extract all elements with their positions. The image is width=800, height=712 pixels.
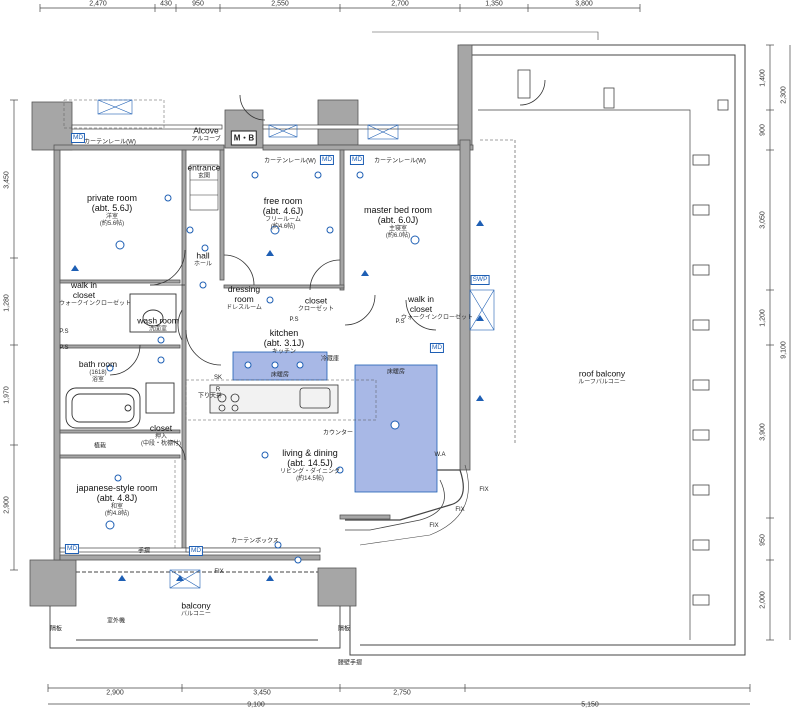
dim-right-1: 1,400 (759, 69, 767, 87)
handrail-label: 手摺 (137, 548, 151, 555)
dim-top-3: 950 (192, 0, 204, 8)
dim-left-3: 1,970 (3, 386, 11, 404)
dashed-lines (63, 99, 377, 550)
md-badge-3: MD (64, 544, 80, 554)
room-mb: M・B (230, 130, 258, 146)
dim-left-2: 1,280 (3, 294, 11, 312)
room-closet-small: closet クローゼット (297, 295, 335, 313)
curtain-rail-3: カーテンレール(W) (374, 158, 426, 165)
dim-right-3: 3,050 (759, 211, 767, 229)
dim-left-4: 2,900 (3, 496, 11, 514)
drop-ceiling-label: 下り天井 (197, 393, 223, 400)
md-badge-5: MD (429, 343, 445, 353)
refrig-label: 冷蔵庫 (320, 356, 340, 363)
dim-bottom-total: 9,100 (247, 701, 265, 709)
ref-tag: R (215, 387, 221, 393)
light-fixtures (105, 171, 420, 564)
fence-label-1: 隔板 (49, 626, 63, 633)
dim-top-4: 2,550 (271, 0, 289, 8)
ps-tag-2: P.S (289, 317, 299, 323)
dimension-lines (10, 4, 791, 705)
dim-top-1: 2,470 (89, 0, 107, 8)
outlets (71, 220, 484, 581)
fix-tag-4: FIX (479, 487, 489, 493)
outdoor-unit-label: 室外機 (106, 618, 126, 625)
room-wash: wash room 洗面室 (137, 315, 179, 333)
curtain-rail-2: カーテンレール(W) (264, 158, 316, 165)
room-master-bed: master bed room (abt. 6.0J) 主寝室 (約6.0帖) (363, 204, 433, 239)
ps-tag-4: P.S (59, 345, 69, 351)
dim-right-4: 1,200 (759, 309, 767, 327)
kitchen-counter (209, 384, 339, 414)
room-roof-balcony: roof balcony ルーフバルコニー (578, 368, 626, 386)
bay-window (345, 464, 469, 546)
dim-right-outer-2: 9,100 (780, 341, 788, 359)
dim-bottom-3: 2,750 (393, 689, 411, 697)
walls (29, 44, 474, 607)
bath-fixtures (65, 293, 177, 429)
dim-right-2: 900 (759, 124, 767, 136)
flower-bed-label: 植栽 (93, 443, 107, 450)
dim-right-outer-1: 2,300 (780, 86, 788, 104)
dim-bottom-2: 3,450 (253, 689, 271, 697)
floor-heat-label-1: 床暖房 (270, 372, 290, 379)
sk-tag: SK (213, 375, 223, 381)
fix-tag-3: FIX (455, 507, 465, 513)
room-japanese-style: japanese-style room (abt. 4.8J) 和室 (約4.8… (76, 482, 158, 517)
under-sill-label: 腰壁手摺 (337, 660, 363, 667)
curtain-rail-1: カーテンレール(W) (84, 139, 136, 146)
md-badge-1: MD (70, 133, 86, 143)
entrance-steps (189, 164, 219, 211)
balcony-posts (517, 69, 729, 606)
room-closet: closet 押入 (中段・枕棚付) (141, 423, 181, 447)
room-walk-in-closet-left: walk in closet ウォークインクローゼット (58, 279, 132, 307)
room-balcony: balcony バルコニー (181, 600, 211, 618)
room-entrance: entrance 玄関 (187, 162, 221, 180)
fix-tag-2: FIX (429, 523, 439, 529)
md-badge-6: MD (349, 155, 365, 165)
doors (109, 79, 546, 461)
room-kitchen: kitchen (abt. 3.1J) キッチン (263, 328, 305, 355)
wa-tag: W.A (434, 452, 446, 458)
room-dressing: dressing room ドレスルーム (226, 283, 262, 311)
room-free: free room (abt. 4.6J) フリールーム (約4.6帖) (262, 195, 304, 230)
dim-top-5: 2,700 (391, 0, 409, 8)
room-alcove: Alcove アルコーブ (191, 125, 221, 143)
ps-tag-1: P.S (59, 329, 69, 335)
vent-marks (97, 99, 495, 589)
room-bath: bath room (1618) 浴室 (78, 359, 118, 383)
swp-badge: SWP (470, 275, 490, 285)
dim-right-6: 950 (759, 534, 767, 546)
room-walk-in-closet-right: walk in closet ウォークインクローゼット (400, 293, 474, 321)
fix-tag-1: FIX (214, 569, 224, 575)
ps-tag-3: P.S (395, 319, 405, 325)
roof-balcony-outline (349, 31, 746, 656)
dim-bottom-1: 2,900 (106, 689, 124, 697)
curtain-box: カーテンボックス (231, 538, 279, 545)
dim-top-7: 3,800 (575, 0, 593, 8)
fence-label-2: 隔板 (337, 626, 351, 633)
floor-heat-label-2: 床暖房 (386, 369, 406, 376)
dim-bottom-4: 5,150 (581, 701, 599, 709)
dim-left-1: 3,450 (3, 171, 11, 189)
md-badge-2: MD (319, 155, 335, 165)
room-private: private room (abt. 5.6J) 洋室 (約5.6帖) (86, 192, 138, 227)
dim-right-5: 3,900 (759, 423, 767, 441)
md-badge-4: MD (188, 546, 204, 556)
counter-label: カウンター (322, 430, 354, 437)
dim-right-7: 2,000 (759, 591, 767, 609)
dim-top-2: 430 (160, 0, 172, 8)
room-hall: hall ホール (193, 250, 213, 268)
room-living-dining: living & dining (abt. 14.5J) リビング・ダイニング … (279, 447, 341, 482)
dim-top-6: 1,350 (485, 0, 503, 8)
